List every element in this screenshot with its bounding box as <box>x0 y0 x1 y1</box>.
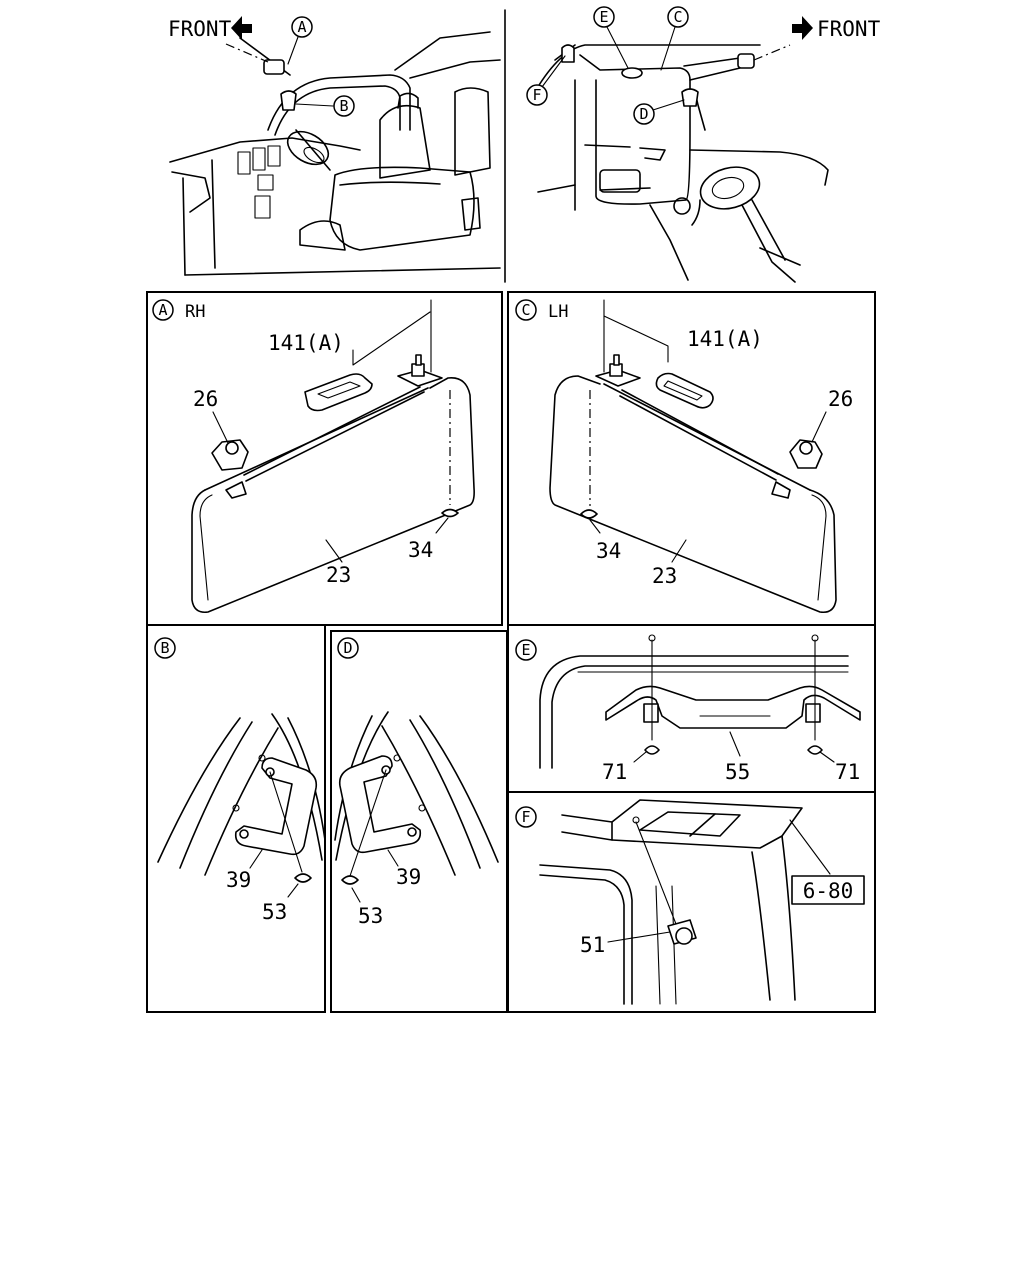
visor-screw-lh <box>580 390 687 563</box>
front-arrow-left: FRONT <box>168 16 252 41</box>
label-screw-lh: 34 <box>596 539 621 563</box>
front-label-left: FRONT <box>168 17 232 41</box>
label-pad-lh: 141(A) <box>687 327 763 351</box>
visor-bracket-rh <box>397 299 443 387</box>
label-ref-f: 6-80 <box>803 879 854 903</box>
visor-clip-lh <box>789 411 827 469</box>
label-screw-d: 53 <box>358 904 383 928</box>
panel-b: B 39 53 <box>154 637 326 924</box>
callout-e: E <box>593 6 629 69</box>
lh-cab-interior <box>535 44 829 283</box>
callout-f: F <box>526 55 566 106</box>
label-screw-e-left: 71 <box>602 760 627 784</box>
panel-grid <box>146 291 876 1013</box>
panel-e: E 71 55 71 <box>515 634 861 784</box>
callout-a: A <box>287 16 313 65</box>
panel-a-rh: A RH <box>152 299 475 614</box>
arrow-left-icon <box>231 16 252 40</box>
label-screw-e-right: 71 <box>835 760 860 784</box>
visor-screw-rh <box>325 390 459 563</box>
visor-clip-rh <box>211 411 249 471</box>
panel-f: F 51 6-80 <box>515 799 865 1005</box>
arrow-right-icon <box>792 16 813 40</box>
panel-f-id: F <box>521 808 530 826</box>
panel-d-id: D <box>343 639 352 657</box>
callout-d: D <box>633 99 685 125</box>
label-visor-lh: 23 <box>652 564 677 588</box>
label-clip-f: 51 <box>580 933 605 957</box>
panel-e-id: E <box>521 641 530 659</box>
visor-pad-lh <box>603 315 714 409</box>
overview-section: FRONT FRONT A B C D <box>168 6 881 283</box>
label-handle-e: 55 <box>725 760 750 784</box>
svg-text:F: F <box>532 86 541 104</box>
assist-grip-b <box>234 757 318 856</box>
svg-text:B: B <box>339 97 348 115</box>
visor-pad-rh <box>304 311 431 412</box>
panel-c-side: LH <box>548 302 568 322</box>
callout-b: B <box>295 95 355 117</box>
reference-box <box>791 875 865 905</box>
svg-text:D: D <box>639 105 648 123</box>
svg-text:E: E <box>599 8 608 26</box>
svg-text:A: A <box>297 18 306 36</box>
rh-cab-interior <box>169 31 501 276</box>
label-pad-rh: 141(A) <box>268 331 344 355</box>
callout-c: C <box>660 6 689 71</box>
label-clip-lh: 26 <box>828 387 853 411</box>
panel-a-id: A <box>158 301 167 319</box>
label-visor-rh: 23 <box>326 563 351 587</box>
panel-c-id: C <box>521 301 530 319</box>
panel-d: D 39 53 <box>334 637 499 928</box>
front-label-right: FRONT <box>817 17 881 41</box>
visor-bracket-lh <box>595 299 641 387</box>
grab-handle <box>605 685 861 729</box>
assist-grip-d <box>338 755 422 854</box>
label-screw-rh: 34 <box>408 538 433 562</box>
sun-visor-lh <box>549 375 837 614</box>
label-screw-b: 53 <box>262 900 287 924</box>
svg-text:C: C <box>673 8 682 26</box>
label-grip-d: 39 <box>396 865 421 889</box>
panel-a-side: RH <box>185 302 205 322</box>
front-arrow-right: FRONT <box>792 16 881 41</box>
sun-visor-rh <box>191 377 475 614</box>
retainer-clip <box>667 919 697 945</box>
label-grip-b: 39 <box>226 868 251 892</box>
label-clip-rh: 26 <box>193 387 218 411</box>
panel-b-id: B <box>160 639 169 657</box>
panel-c-lh: C LH <box>515 299 853 614</box>
